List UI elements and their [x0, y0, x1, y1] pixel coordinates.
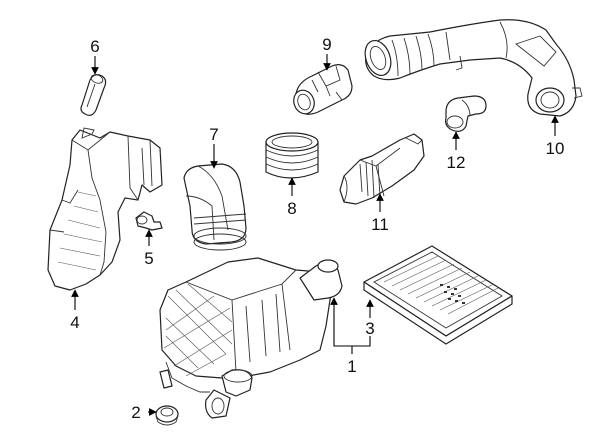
callout-10: 10	[546, 139, 565, 158]
callout-9: 9	[322, 35, 331, 54]
air-duct-part	[47, 127, 163, 291]
callout-8: 8	[287, 199, 296, 218]
rubber-sleeve-part	[265, 132, 319, 179]
callout-1: 1	[347, 357, 356, 376]
filter-label-dots	[440, 284, 465, 304]
intake-elbow-part	[183, 163, 247, 251]
leader-1b	[352, 336, 371, 347]
airflow-sensor-part	[293, 64, 353, 115]
clip-fastener-part	[135, 211, 163, 231]
callout-3: 3	[365, 319, 374, 338]
callout-2: 2	[131, 403, 140, 422]
leader-1a	[330, 297, 353, 354]
leader-lines	[71, 54, 559, 416]
callout-4: 4	[70, 313, 79, 332]
callout-12: 12	[447, 153, 466, 172]
callout-11: 11	[371, 215, 389, 234]
callout-7: 7	[209, 125, 218, 144]
small-hose-part	[445, 95, 487, 132]
air-cleaner-housing-part	[159, 257, 343, 419]
callout-numbers: 6 9 10 7 8 12 11 5 4 3 1 2	[70, 35, 564, 422]
air-filter-part	[363, 245, 513, 345]
breather-tube-part	[80, 74, 107, 116]
resonator-part	[339, 133, 425, 205]
drain-valve-part	[155, 405, 179, 426]
intake-hose-part	[364, 19, 583, 117]
callout-5: 5	[144, 249, 153, 268]
callout-6: 6	[90, 37, 99, 56]
